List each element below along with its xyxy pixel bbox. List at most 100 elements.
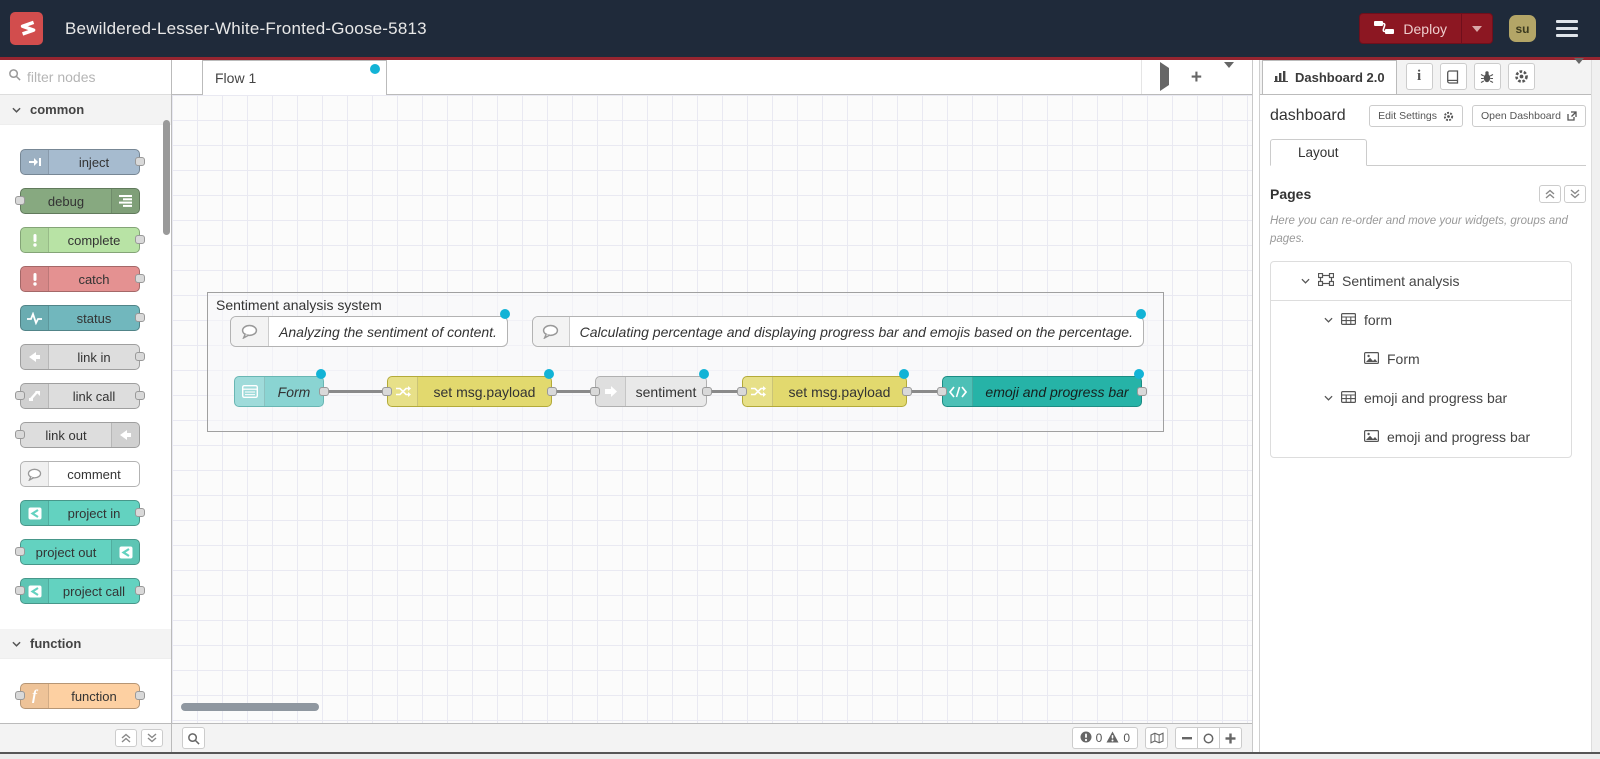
palette-category-label: function: [30, 636, 82, 651]
zoom-reset-button[interactable]: [1197, 727, 1220, 749]
output-port[interactable]: [135, 235, 145, 244]
open-dashboard-button[interactable]: Open Dashboard: [1472, 105, 1586, 127]
main-menu-button[interactable]: [1552, 16, 1582, 41]
palette-node-link-call[interactable]: link call: [15, 383, 145, 409]
palette-node-link-in[interactable]: link in: [20, 344, 145, 370]
tree-item-label: Form: [1387, 351, 1420, 368]
input-port[interactable]: [15, 196, 25, 205]
output-port[interactable]: [135, 352, 145, 361]
input-port[interactable]: [737, 386, 747, 396]
expand-all-button[interactable]: [141, 729, 163, 747]
node-template-emoji-progress[interactable]: emoji and progress bar: [937, 369, 1147, 407]
flow-list-button[interactable]: [1224, 62, 1234, 86]
tree-item-page-sentiment-analysis[interactable]: Sentiment analysis: [1271, 262, 1571, 301]
palette-node-comment[interactable]: comment: [20, 461, 140, 487]
navigator-toggle-button[interactable]: [1145, 727, 1168, 749]
canvas-search-button[interactable]: [182, 727, 205, 749]
tree-item-group-form[interactable]: form: [1271, 301, 1571, 340]
palette-node-inject[interactable]: inject: [20, 149, 145, 175]
palette-node-complete[interactable]: complete: [20, 227, 145, 253]
tree-item-widget-emoji-and-progress-bar[interactable]: emoji and progress bar: [1271, 418, 1571, 457]
output-port[interactable]: [135, 391, 145, 400]
node-form[interactable]: Form: [234, 369, 329, 407]
palette-filter-input[interactable]: [27, 69, 147, 85]
input-port[interactable]: [15, 691, 25, 700]
sidebar-resize-handle[interactable]: [1252, 60, 1260, 752]
palette-node-catch[interactable]: catch: [20, 266, 145, 292]
tab-flow-1[interactable]: Flow 1: [202, 60, 387, 95]
tab-info[interactable]: i: [1405, 63, 1433, 90]
image-icon: [1364, 351, 1380, 367]
user-avatar[interactable]: su: [1509, 15, 1536, 42]
debug-icon: [111, 189, 139, 213]
output-port[interactable]: [135, 157, 145, 166]
pages-collapse-all-button[interactable]: [1539, 185, 1561, 203]
output-port[interactable]: [135, 274, 145, 283]
node-sentiment[interactable]: sentiment: [590, 369, 712, 407]
comment-node-1[interactable]: Analyzing the sentiment of content.: [230, 309, 510, 347]
chevron-down-icon[interactable]: [1301, 278, 1310, 284]
flow-canvas[interactable]: Sentiment analysis system Analyzing the …: [172, 95, 1252, 723]
palette-node-status[interactable]: status: [20, 305, 145, 331]
collapse-all-button[interactable]: [115, 729, 137, 747]
zoom-in-button[interactable]: [1219, 727, 1242, 749]
input-port[interactable]: [382, 386, 392, 396]
flow-group-sentiment-analysis-system[interactable]: Sentiment analysis system: [207, 292, 1164, 432]
tab-layout[interactable]: Layout: [1270, 139, 1367, 166]
palette-node-project-in[interactable]: project in: [20, 500, 145, 526]
palette-search[interactable]: [0, 60, 171, 95]
input-port[interactable]: [590, 386, 600, 396]
input-port[interactable]: [15, 547, 25, 556]
chevron-down-icon[interactable]: [1324, 395, 1333, 401]
tree-item-widget-form[interactable]: Form: [1271, 340, 1571, 379]
link-call-icon: [21, 384, 49, 408]
deploy-button[interactable]: Deploy: [1359, 13, 1493, 44]
notification-counts[interactable]: 0 0: [1071, 727, 1138, 749]
output-port[interactable]: [702, 386, 712, 396]
tab-help[interactable]: [1439, 63, 1467, 90]
sidebar-menu-caret[interactable]: [1574, 58, 1584, 82]
palette-category-common[interactable]: common: [0, 95, 171, 125]
deploy-options-caret[interactable]: [1461, 14, 1492, 43]
output-port[interactable]: [319, 386, 329, 396]
canvas-horizontal-scrollbar[interactable]: [181, 703, 319, 711]
output-port[interactable]: [135, 508, 145, 517]
output-port[interactable]: [135, 586, 145, 595]
input-port[interactable]: [937, 386, 947, 396]
palette-node-debug[interactable]: debug: [15, 188, 140, 214]
tab-debug[interactable]: [1473, 63, 1501, 90]
output-port[interactable]: [135, 691, 145, 700]
edit-settings-label: Edit Settings: [1378, 110, 1438, 122]
input-port[interactable]: [15, 391, 25, 400]
output-port[interactable]: [1137, 386, 1147, 396]
dashboard-layout-tree: Sentiment analysis form Form emoji and p…: [1270, 260, 1572, 458]
pages-expand-all-button[interactable]: [1564, 185, 1586, 203]
tab-config[interactable]: [1507, 63, 1535, 90]
chevron-down-icon[interactable]: [1324, 317, 1333, 323]
palette-node-link-out[interactable]: link out: [15, 422, 140, 448]
link-out-icon: [111, 423, 139, 447]
palette-node-project-out[interactable]: project out: [15, 539, 140, 565]
palette-node-project-call[interactable]: project call: [15, 578, 145, 604]
output-port[interactable]: [547, 386, 557, 396]
edit-settings-button[interactable]: Edit Settings: [1369, 105, 1464, 127]
output-port[interactable]: [135, 313, 145, 322]
add-flow-button[interactable]: +: [1190, 66, 1202, 88]
input-port[interactable]: [15, 586, 25, 595]
sidebar-scrollbar-gutter[interactable]: [1591, 60, 1600, 752]
tree-item-group-emoji-and-progress-bar[interactable]: emoji and progress bar: [1271, 379, 1571, 418]
sentiment-icon: [596, 377, 626, 406]
palette-node-function[interactable]: f function: [15, 683, 145, 709]
next-tab-button[interactable]: [1159, 62, 1169, 91]
comment-node-2[interactable]: Calculating percentage and displaying pr…: [532, 309, 1146, 347]
node-change-2[interactable]: set msg.payload: [737, 369, 912, 407]
palette-scrollbar[interactable]: [163, 120, 170, 235]
node-change-1[interactable]: set msg.payload: [382, 369, 557, 407]
palette-node-label: project out: [35, 544, 97, 560]
palette-category-function[interactable]: function: [0, 629, 171, 659]
gear-icon: [1443, 111, 1454, 121]
input-port[interactable]: [15, 430, 25, 439]
zoom-out-button[interactable]: [1175, 727, 1198, 749]
tab-dashboard-2[interactable]: Dashboard 2.0: [1262, 60, 1397, 94]
output-port[interactable]: [902, 386, 912, 396]
